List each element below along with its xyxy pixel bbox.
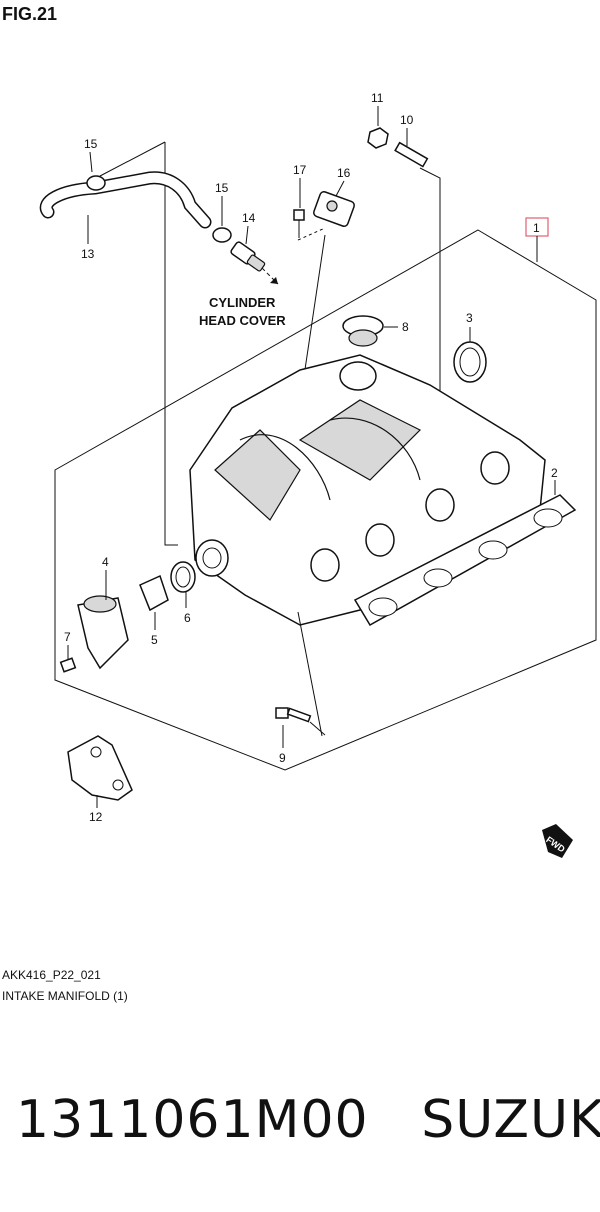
- callout-15b: 15: [215, 181, 229, 195]
- stud-and-nut: [367, 127, 429, 168]
- brand-name: SUZUKI: [421, 1090, 600, 1150]
- callout-13: 13: [81, 247, 95, 261]
- part-number: 1311061M00: [16, 1090, 369, 1150]
- pcv-valve: [230, 241, 266, 272]
- forward-arrow-icon: FWD: [542, 824, 573, 858]
- hose-clamp-icon: [86, 175, 232, 243]
- figure-subtitle: INTAKE MANIFOLD (1): [2, 989, 128, 1003]
- callout-15a: 15: [84, 137, 98, 151]
- callout-17: 17: [293, 163, 307, 177]
- manifold-gasket: [353, 494, 577, 627]
- callout-8: 8: [402, 320, 409, 334]
- map-sensor: [313, 191, 355, 227]
- callout-9: 9: [279, 751, 286, 765]
- callout-4: 4: [102, 555, 109, 569]
- bracket: [67, 735, 133, 801]
- part-number-footer: 1311061M00 SUZUKI: [16, 1090, 600, 1150]
- callout-3: 3: [466, 311, 473, 325]
- manifold-bolt: [275, 707, 312, 723]
- outlet-bolt: [59, 657, 77, 673]
- intake-manifold: [189, 354, 546, 626]
- callout-2: 2: [551, 466, 558, 480]
- callout-16: 16: [337, 166, 351, 180]
- callout-10: 10: [400, 113, 414, 127]
- callout-12: 12: [89, 810, 103, 824]
- exploded-parts-diagram: FWD 1 2 3 4 5 6 7 8 9 10 11 12 13 14 15 …: [39, 91, 597, 858]
- throttle-gasket: [453, 341, 487, 383]
- callout-14: 14: [242, 211, 256, 225]
- assembly-outline: [54, 229, 597, 771]
- water-outlet: [77, 595, 129, 670]
- callout-1: 1: [533, 221, 540, 235]
- breather-hose: [39, 171, 212, 229]
- port-cap: [342, 315, 384, 347]
- hose-group-bracket: [164, 142, 178, 546]
- callout-11: 11: [371, 91, 384, 105]
- drawing-code: AKK416_P22_021: [2, 968, 101, 982]
- callout-6: 6: [184, 611, 191, 625]
- callout-5: 5: [151, 633, 158, 647]
- callout-7: 7: [64, 630, 71, 644]
- water-adapter: [139, 574, 169, 612]
- o-ring: [170, 561, 196, 593]
- cylinder-note-line2: HEAD COVER: [199, 313, 286, 328]
- cylinder-note-line1: CYLINDER: [209, 295, 276, 310]
- figure-title: FIG.21: [2, 4, 58, 24]
- sensor-bolt: [293, 209, 305, 238]
